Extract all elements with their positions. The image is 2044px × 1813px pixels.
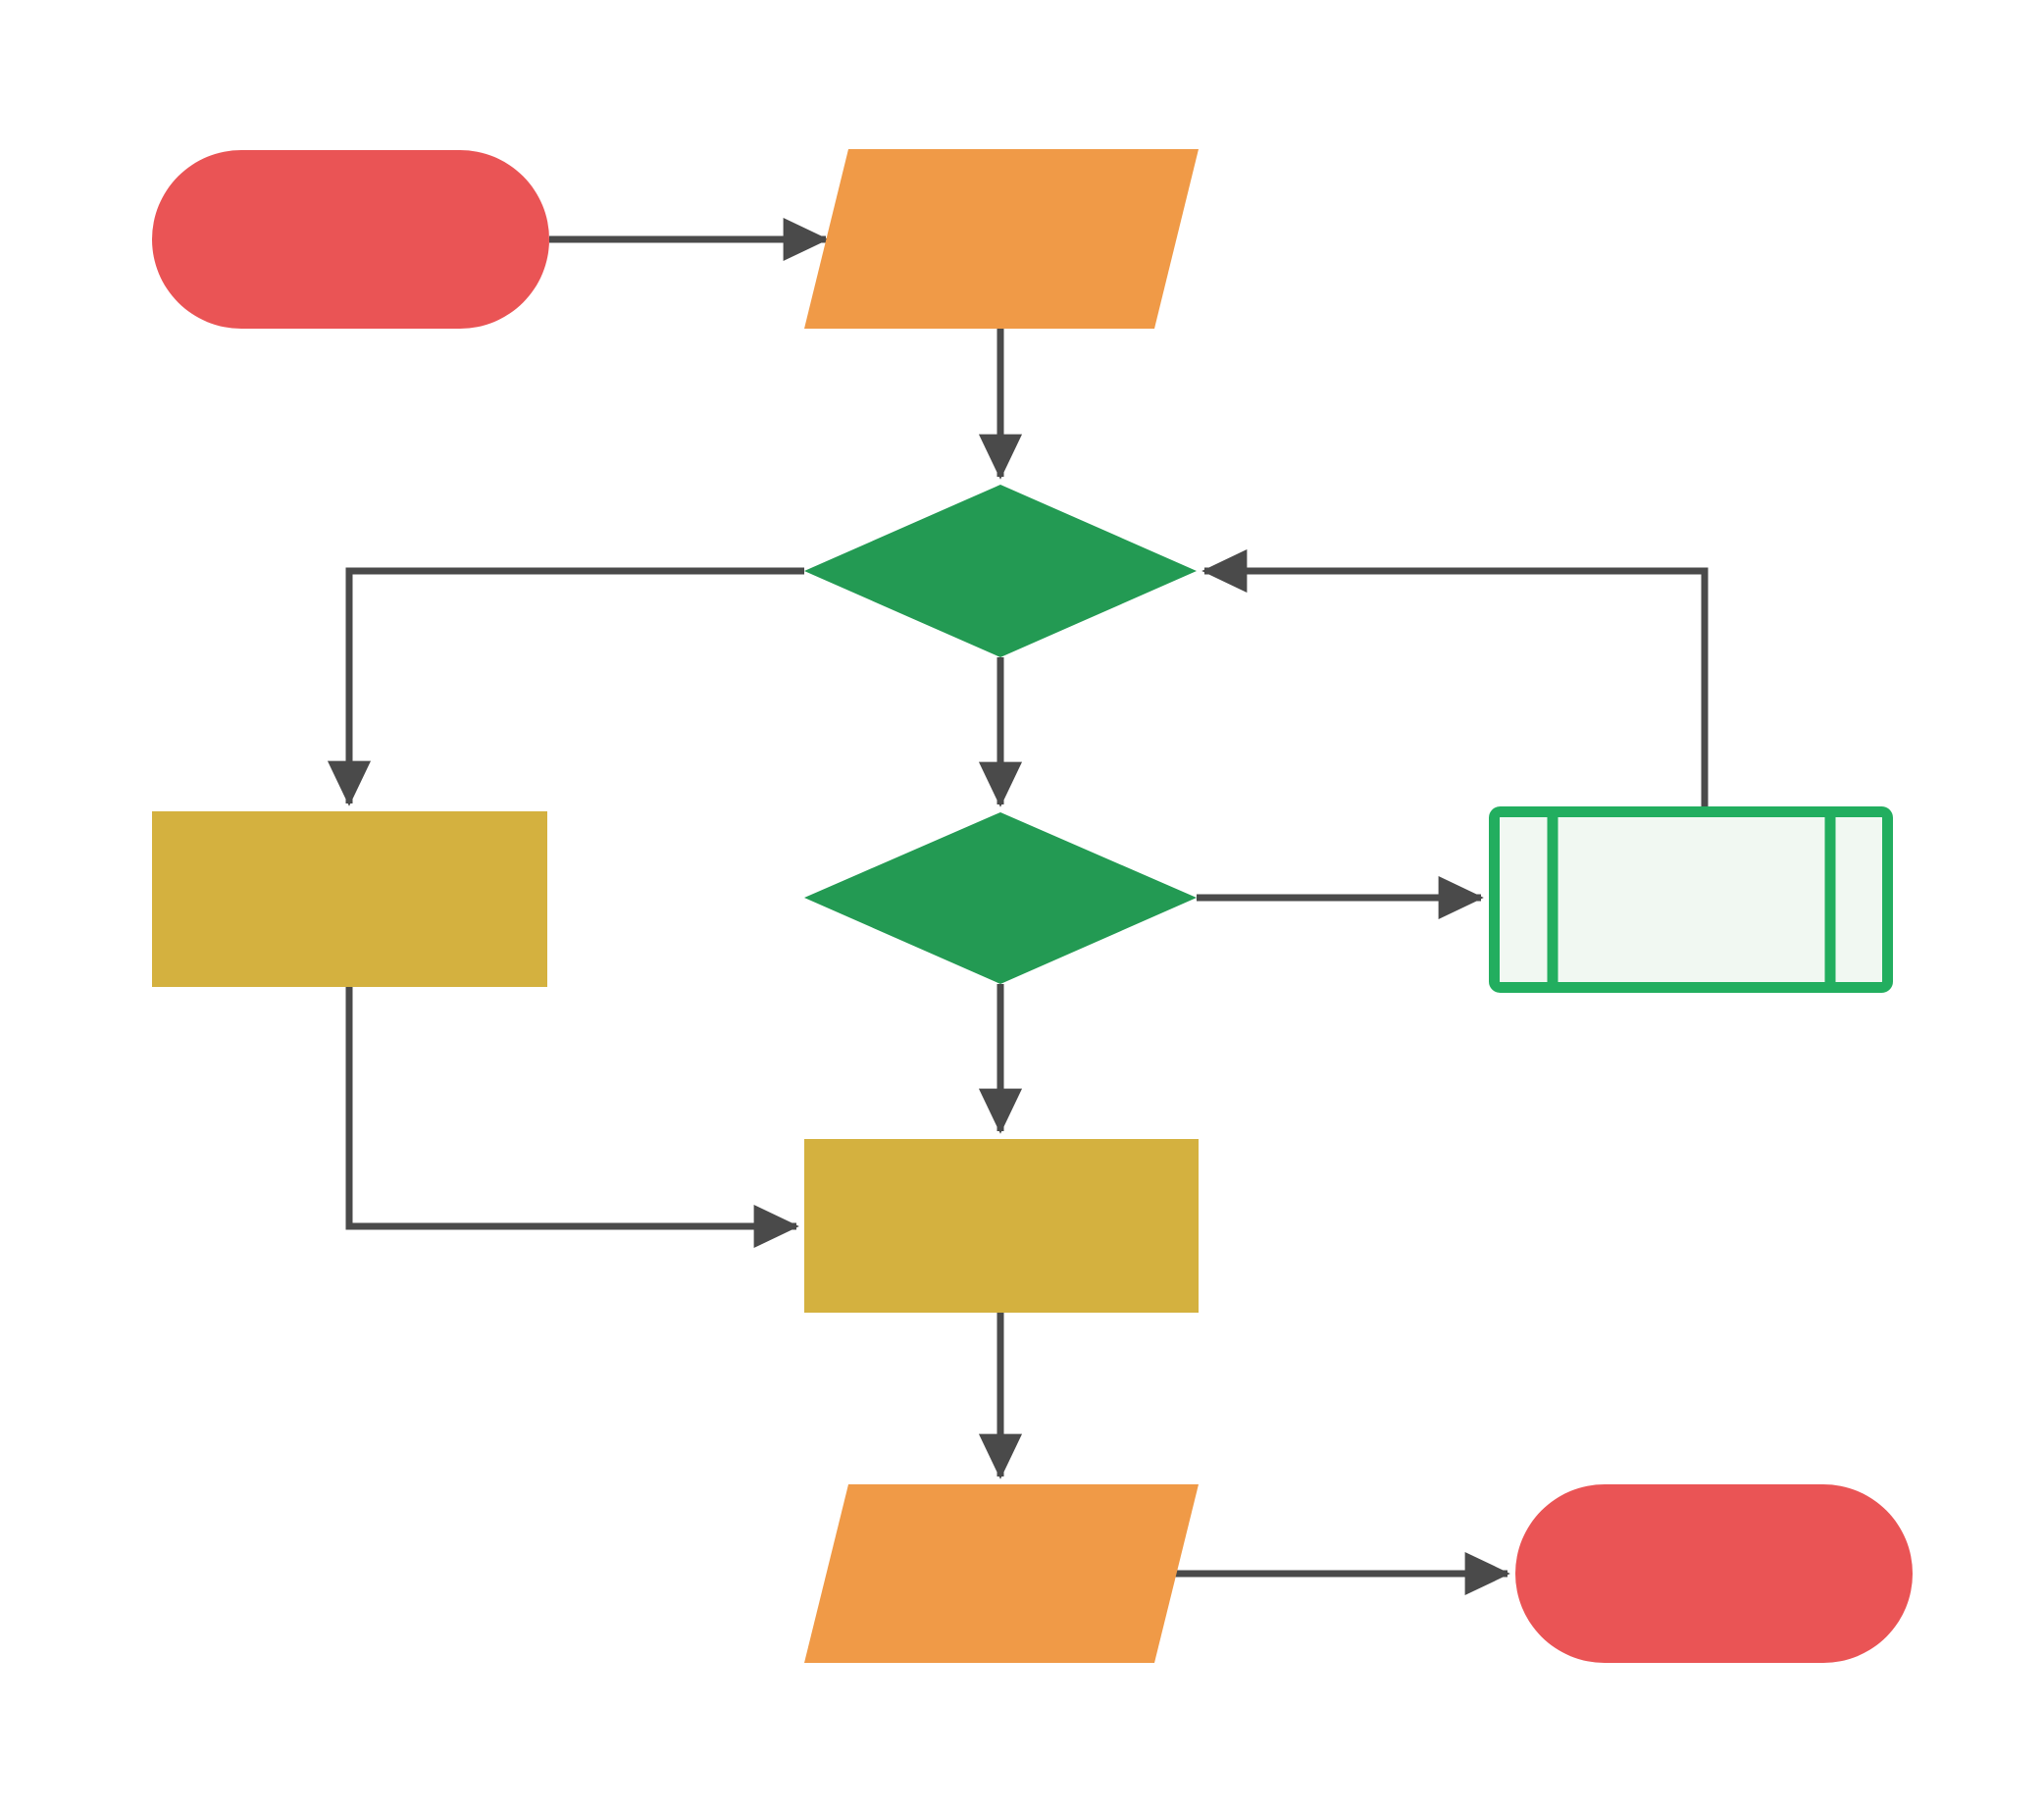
- edge-subroutine-to-decision1: [1201, 548, 1709, 806]
- node-subroutine-right[interactable]: [1489, 806, 1893, 993]
- node-start-terminator[interactable]: [152, 150, 549, 329]
- edge-layer: [327, 217, 1709, 1596]
- node-process-merge[interactable]: [804, 1139, 1199, 1313]
- node-output-io[interactable]: [804, 1484, 1199, 1663]
- input-io-shape[interactable]: [804, 149, 1199, 329]
- decision-primary-shape[interactable]: [804, 485, 1197, 657]
- decision-secondary-shape[interactable]: [804, 812, 1197, 984]
- node-input-io[interactable]: [804, 149, 1199, 329]
- start-terminator-shape[interactable]: [152, 150, 549, 329]
- node-decision-secondary[interactable]: [804, 812, 1197, 984]
- node-decision-primary[interactable]: [804, 485, 1197, 657]
- process-merge-shape[interactable]: [804, 1139, 1199, 1313]
- node-process-left[interactable]: [152, 811, 547, 987]
- node-end-terminator[interactable]: [1515, 1484, 1913, 1663]
- output-io-shape[interactable]: [804, 1484, 1199, 1663]
- edge-decision1-to-process-left: [327, 567, 804, 806]
- subroutine-right-shape[interactable]: [1489, 806, 1893, 993]
- node-layer: [152, 149, 1913, 1663]
- process-left-shape[interactable]: [152, 811, 547, 987]
- end-terminator-shape[interactable]: [1515, 1484, 1913, 1663]
- edge-process-left-to-merge: [345, 987, 799, 1249]
